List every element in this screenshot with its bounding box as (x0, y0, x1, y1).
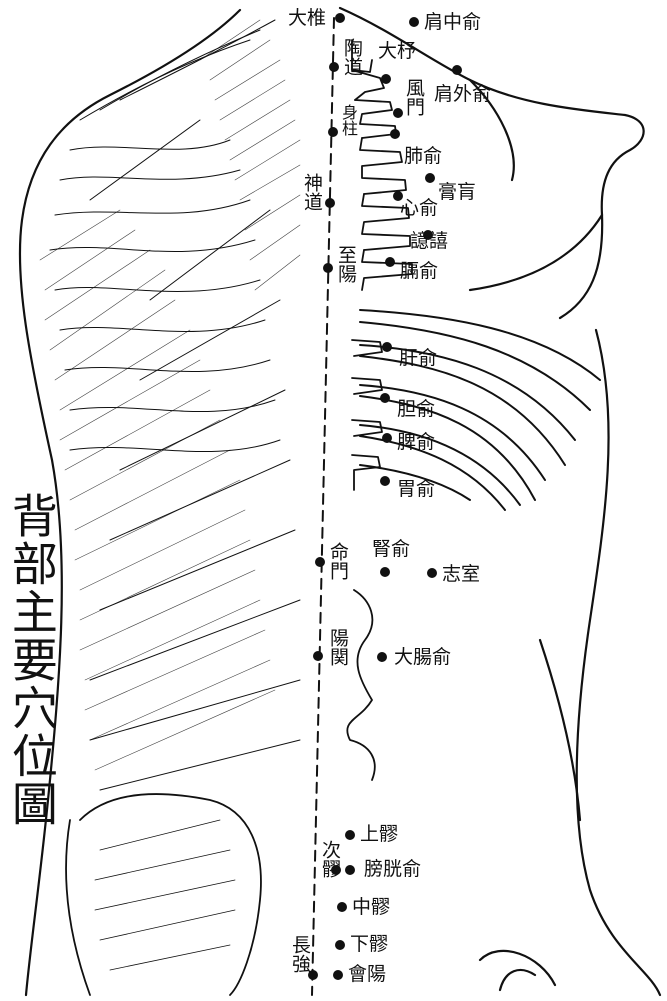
dot-zhishi (427, 568, 437, 578)
label-xinshu: 心俞 (400, 199, 438, 218)
label-shenshu: 腎俞 (372, 540, 410, 559)
label-jianzhongshu: 肩中俞 (424, 13, 481, 32)
dot-taodao (329, 62, 339, 72)
dot-danshu (380, 393, 390, 403)
dot-ganshu (382, 342, 392, 352)
label-pishu: 脾俞 (397, 433, 435, 452)
dot-pangguangshu (345, 865, 355, 875)
label-danshu: 胆俞 (397, 400, 435, 419)
label-zhiyang: 至陽 (336, 245, 355, 283)
label-yangguan: 陽関 (328, 628, 347, 666)
dot-shangliao (345, 830, 355, 840)
dot-yangguan (313, 651, 323, 661)
label-jianwaishu: 肩外俞 (434, 85, 491, 104)
dot-shenshu (380, 567, 390, 577)
label-taodao: 陶道 (342, 38, 361, 76)
label-dazhui: 大椎 (288, 9, 326, 28)
label-shangliao: 上髎 (360, 825, 398, 844)
muscle-hatching-fine (40, 20, 300, 770)
label-changqiang: 長強 (290, 935, 309, 973)
label-yixi: 譩譆 (410, 232, 448, 251)
muscle-hatching-left (50, 20, 300, 790)
dot-xialiao (335, 940, 345, 950)
label-dazhu: 大杼 (378, 42, 416, 61)
label-geshu: 膈俞 (400, 262, 438, 281)
dot-jianwaishu (452, 65, 462, 75)
dot-mingmen (315, 557, 325, 567)
dot-dazhu (381, 74, 391, 84)
label-fengmen: 風門 (404, 78, 423, 116)
label-zhishi: 志室 (442, 565, 480, 584)
label-mingmen: 命門 (328, 542, 347, 580)
dot-geshu (385, 257, 395, 267)
diagram-title: 背部主要穴位圖 (8, 492, 55, 828)
dot-fengmen (393, 108, 403, 118)
gluteal-region (66, 794, 261, 995)
dot-shenzhu (328, 127, 338, 137)
ribs (360, 310, 600, 510)
dot-jianzhongshu (409, 17, 419, 27)
label-xialiao: 下髎 (350, 935, 388, 954)
label-feishu: 肺俞 (404, 147, 442, 166)
label-zhongliao: 中髎 (352, 898, 390, 917)
label-ciliao: 次髎 (320, 840, 339, 878)
dot-shendao (325, 198, 335, 208)
dot-dachangshu (377, 652, 387, 662)
label-weishu: 胃俞 (397, 480, 435, 499)
dot-dazhui (335, 13, 345, 23)
dot-huiyang (333, 970, 343, 980)
dot-gaohuang (425, 173, 435, 183)
dot-pishu (382, 433, 392, 443)
dot-zhongliao (337, 902, 347, 912)
dot-zhiyang (323, 263, 333, 273)
label-pangguangshu: 膀胱俞 (364, 860, 421, 879)
label-shenzhu: 身柱 (340, 104, 356, 136)
dot-feishu (390, 129, 400, 139)
label-shendao: 神道 (302, 173, 321, 211)
label-huiyang: 會陽 (348, 965, 386, 984)
label-gaohuang: 膏肓 (438, 183, 476, 202)
label-dachangshu: 大腸俞 (394, 648, 451, 667)
label-ganshu: 肝俞 (399, 349, 437, 368)
dot-weishu (380, 476, 390, 486)
